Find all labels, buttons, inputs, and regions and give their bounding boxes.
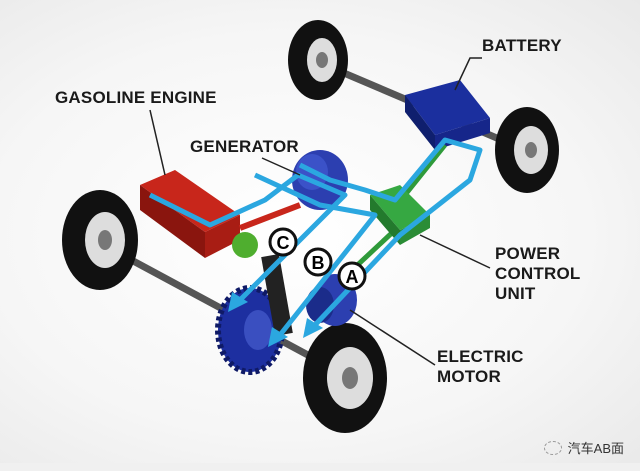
wheel-rear-right [495, 107, 559, 193]
path-b-arrow [253, 172, 378, 337]
label-battery: BATTERY [482, 36, 562, 55]
label-generator: GENERATOR [190, 137, 299, 156]
energy-flow-arrows [148, 137, 483, 337]
svg-text:C: C [277, 233, 290, 253]
arrowheads [228, 292, 323, 347]
wechat-icon [543, 440, 562, 455]
path-label-a: A [337, 261, 367, 291]
label-gasoline-engine: GASOLINE ENGINE [55, 88, 217, 107]
svg-text:B: B [312, 253, 325, 273]
watermark-text: 汽车AB面 [567, 441, 624, 456]
path-a-arrow [298, 137, 483, 327]
label-electric-motor: ELECTRIC MOTOR [437, 347, 524, 387]
front-axle [96, 238, 347, 379]
label-power-control-unit: POWER CONTROL UNIT [495, 244, 580, 304]
wheel-rear-left [288, 20, 348, 100]
label-line: MOTOR [437, 367, 501, 386]
label-line: CONTROL [495, 264, 581, 283]
path-label-c: C [268, 227, 298, 257]
path-label-b: B [303, 247, 333, 277]
bottom-strip [0, 463, 640, 471]
power-split-device [232, 232, 258, 258]
gasoline-engine [140, 170, 302, 258]
label-line: ELECTRIC [437, 347, 524, 366]
wheel-front-right [303, 323, 387, 433]
leader-lines [149, 57, 491, 366]
label-line: UNIT [495, 284, 536, 303]
label-line: POWER [495, 244, 561, 263]
svg-text:A: A [346, 267, 359, 287]
watermark: 汽车AB面 [543, 438, 624, 457]
gear [215, 254, 293, 375]
wheel-front-left [62, 190, 138, 290]
